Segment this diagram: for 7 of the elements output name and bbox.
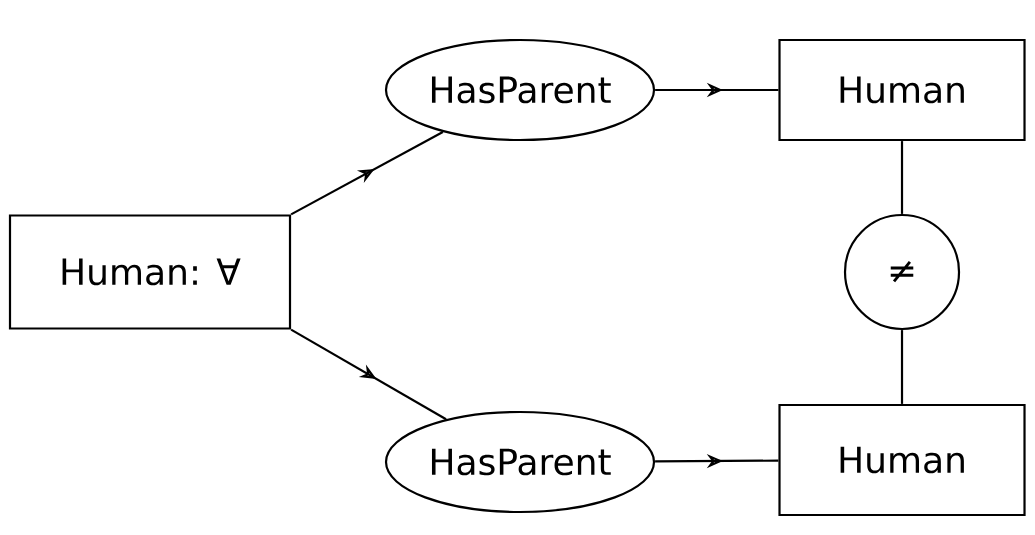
connector-line (900, 141, 904, 214)
arrow (290, 130, 444, 216)
arrow (290, 328, 447, 421)
concept-box: Human: ∀ (8, 214, 292, 330)
concept-box: Human (778, 38, 1026, 142)
connector-line (900, 330, 904, 404)
concept-box: Human (778, 403, 1026, 517)
